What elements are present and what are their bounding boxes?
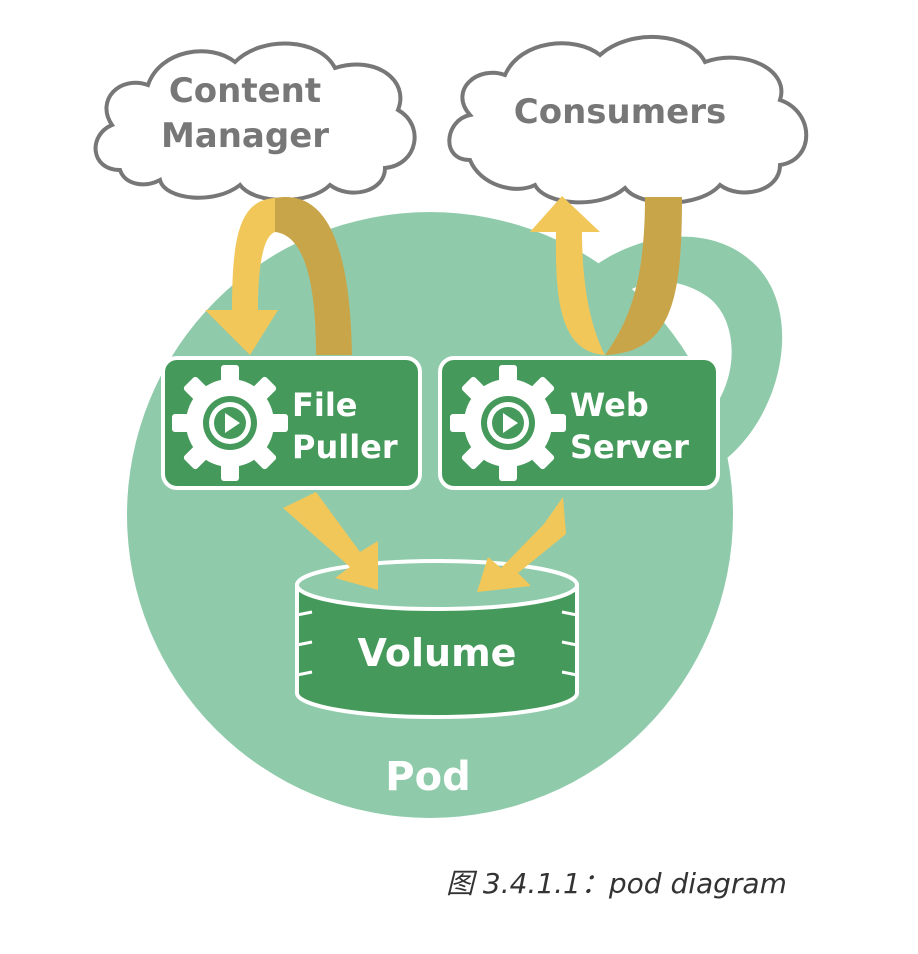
gear-play-icon [172, 365, 288, 481]
volume-label: Volume [358, 631, 517, 675]
content-manager-cloud: Content Manager [93, 41, 417, 202]
file-puller-container: File Puller [161, 356, 422, 490]
consumers-loop-arrow [530, 196, 682, 355]
web-server-to-volume-arrow [477, 497, 566, 592]
consumers-label: Consumers [514, 92, 726, 132]
file-puller-to-volume-arrow [283, 492, 378, 590]
file-puller-label-line2: Puller [292, 428, 398, 466]
volume-cylinder: Volume [295, 559, 579, 719]
file-puller-label-line1: File [292, 386, 358, 424]
web-server-container: Web Server [438, 356, 720, 490]
content-manager-label-line2: Manager [161, 116, 329, 156]
gear-play-icon [450, 365, 566, 481]
web-server-label-line2: Server [570, 428, 689, 466]
figure-caption: 图 3.4.1.1：pod diagram [446, 867, 787, 900]
pod-label: Pod [385, 754, 470, 800]
pod-shape [127, 212, 783, 818]
volume-tick-marks [296, 610, 578, 677]
content-manager-loop-arrow [205, 197, 352, 355]
consumers-cloud: Consumers [447, 35, 809, 205]
content-manager-label-line1: Content [169, 71, 321, 111]
web-server-label-line1: Web [570, 386, 649, 424]
